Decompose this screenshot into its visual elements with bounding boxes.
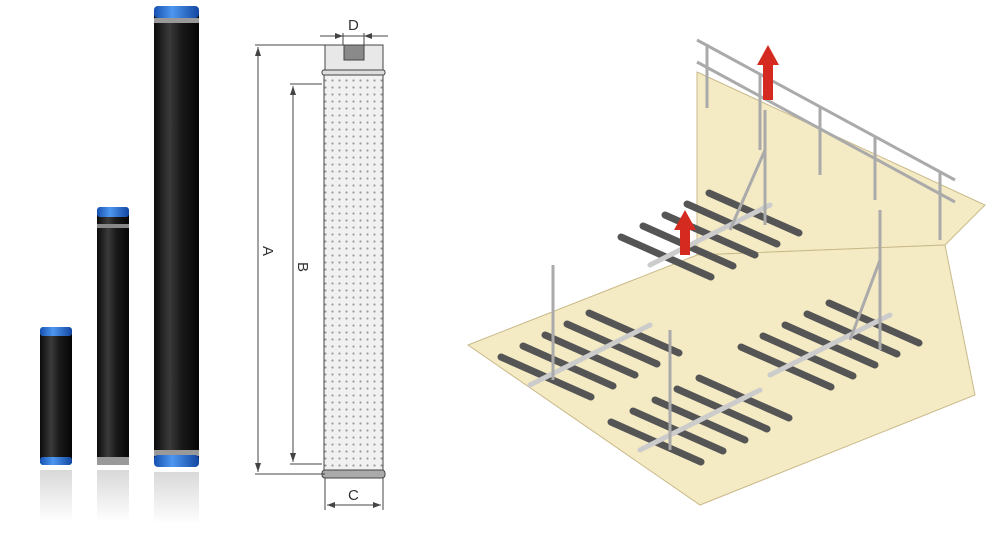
header-pipe — [527, 322, 653, 388]
dimension-label-b: B — [294, 262, 311, 272]
dimension-label-d: D — [348, 17, 359, 34]
diffuser-tube-large — [154, 6, 199, 524]
lift-arrow-icon — [757, 45, 779, 100]
dimension-label-c: C — [348, 487, 359, 504]
dimension-drawing — [255, 33, 388, 510]
header-pipe — [767, 312, 893, 378]
diffuser-tube-small — [40, 327, 72, 522]
dimension-label-a: A — [259, 246, 276, 256]
lift-arrow-icon — [674, 210, 696, 255]
diffuser-tube-medium — [97, 207, 129, 522]
header-pipe — [637, 387, 763, 453]
header-pipe — [647, 202, 773, 268]
tank-installation — [466, 38, 986, 506]
